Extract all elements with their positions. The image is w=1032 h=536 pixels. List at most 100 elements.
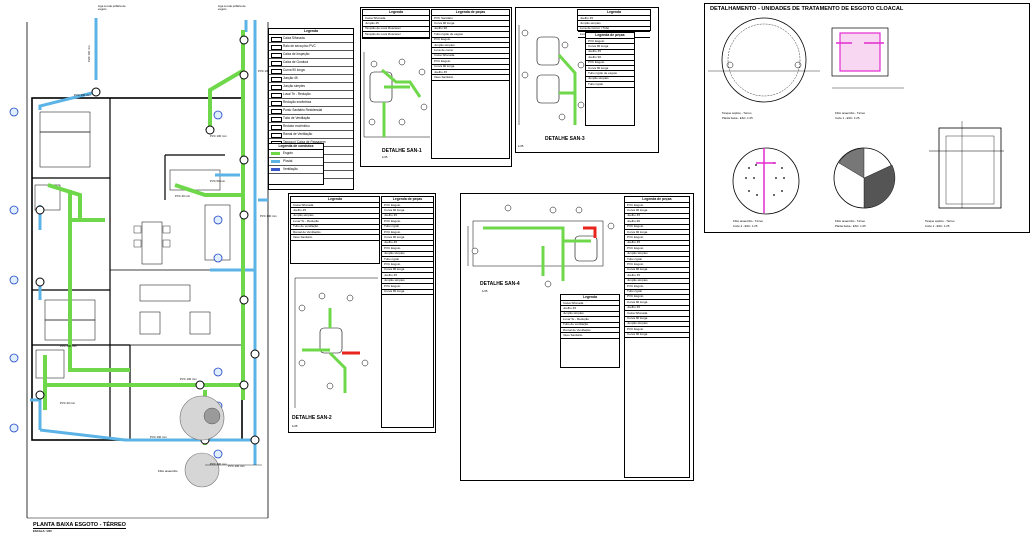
pipe-label: PVC 100 mm: [74, 93, 91, 97]
table-row: Joelho 45: [625, 273, 689, 279]
row-label: Junção simples: [384, 278, 405, 283]
san2-drawing: [294, 277, 378, 408]
table-row: Junção simples: [578, 21, 650, 27]
row-label: Joelho 45: [293, 208, 307, 212]
table-row: PVC Esgoto: [382, 246, 433, 252]
row-label: Junção simples: [627, 278, 648, 283]
treatment-title: DETALHAMENTO - UNIDADES DE TRATAMENTO DE…: [710, 6, 904, 12]
table-row: Ramal de Ventilação: [269, 131, 353, 139]
row-label: Tubo de ventilação: [293, 224, 319, 229]
table-row: Curva 90 longa: [625, 300, 689, 306]
table-row: Joelho 90: [586, 55, 634, 61]
row-label: Redução excêntrica: [283, 100, 312, 104]
row-label: Joelho 45: [434, 70, 448, 74]
row-label: Tubo rígido: [627, 289, 643, 293]
san1-scale: 1/25: [382, 155, 388, 159]
table-row: Luva/ Te - Redução: [291, 219, 379, 225]
table-row: Curva 90 longa: [432, 21, 509, 27]
san1-drawing: [363, 52, 430, 138]
main-legend-title: Legenda: [269, 29, 353, 35]
table-row: Tubo rígido de esgoto: [586, 71, 634, 77]
san4-drawing: [467, 204, 615, 288]
table-row: PVC Esgoto: [382, 230, 433, 236]
plan-title: PLANTA BAIXA ESGOTO - TÉRREO: [33, 522, 126, 529]
row-label: Tubo de ventilação: [563, 322, 589, 327]
pipe-label: PVC 100 mm: [60, 344, 77, 348]
plan-scale: ESCALA: 1/40: [33, 529, 52, 533]
row-label: Junção simples: [588, 76, 609, 81]
conduct-rain: Pluvial: [269, 158, 323, 166]
table-row: PVC Esgoto: [586, 39, 634, 45]
row-label: Joelho 45: [384, 273, 398, 277]
table-row: Tubo rígido: [586, 82, 634, 88]
table-row: Curva 90 longa: [382, 235, 433, 241]
legend-symbol-icon: [271, 93, 282, 98]
pipe-label: PVC 100 mm: [260, 214, 277, 218]
filter-label: Filtro anaeróbio: [158, 469, 178, 473]
table-row: Caixa Sifonada: [561, 301, 619, 307]
table-row: Curva 90 longa: [382, 290, 433, 295]
row-label: Caixa Sifonada: [283, 36, 305, 40]
table-row: Junção simples: [382, 252, 433, 258]
row-label: Junção simples: [627, 321, 648, 326]
table-row: Curva 90 longa: [586, 44, 634, 50]
table-row: Tubo rígido de esgoto: [432, 32, 509, 38]
table-row: Junção simples: [432, 43, 509, 49]
conduct-legend: Legenda de condutos Esgoto Pluvial Venti…: [268, 143, 324, 185]
row-label: Joelho 90: [434, 26, 448, 31]
table-row: Tubo de ventilação: [291, 224, 379, 231]
row-label: Caixa Sifonada: [365, 16, 386, 20]
row-label: Tubo rígido: [627, 257, 643, 261]
caption-septic-cut1-1: Tanque séptico - Térreo: [925, 219, 955, 223]
table-row: Tubo rígido: [625, 257, 689, 263]
row-label: Curva 90 longa: [588, 44, 609, 48]
table-row: PVC Esgoto: [432, 38, 509, 44]
table-row: PVC Esgoto: [382, 203, 433, 209]
row-label: Curva 90 longa: [434, 64, 455, 69]
pipe-label: PVC 100 mm: [210, 462, 227, 466]
row-label: PVC Esgoto: [627, 294, 644, 299]
san1-title: DETALHE SAN-1: [382, 148, 422, 154]
row-label: Redutor excêntrico: [283, 124, 310, 128]
table-row: Junção simples: [625, 321, 689, 328]
table-row: Curva 90 longa: [382, 208, 433, 214]
table-row: Tubo rígido: [625, 290, 689, 295]
san2-pipes-title: Legenda de peças: [382, 197, 433, 203]
table-row: Curva 90 longa: [586, 66, 634, 72]
row-label: Luva/ Te - Redução: [283, 92, 311, 96]
floor-plan: PVC 100 mm PVC 100 mm PVC 100 mm PVC 100…: [0, 0, 320, 536]
table-row: Joelho 45: [578, 16, 650, 22]
table-row: Caixa Sifonada: [291, 203, 379, 209]
row-label: PVC Sanitário: [434, 16, 453, 20]
row-label: Junção 45: [365, 21, 379, 25]
table-row: Junção simples: [291, 214, 379, 220]
table-row: Junção simples: [382, 278, 433, 285]
row-label: Tampão de Luva Roscavel: [365, 26, 401, 31]
legend-symbol-icon: [271, 45, 282, 50]
legend-symbol-icon: [271, 61, 282, 66]
pipe-label: PVC 100 mm: [180, 377, 197, 381]
san3-legend-title: Legenda: [578, 10, 650, 16]
row-label: Tubo rígido: [384, 257, 400, 261]
row-label: Curva 90 longa: [283, 68, 305, 72]
row-label: Luva de Correr / Tubo: [580, 26, 610, 31]
legend-symbol-icon: [271, 37, 282, 42]
row-label: PVC Esgoto: [384, 230, 401, 234]
row-label: Curva 90 longa: [627, 230, 648, 234]
table-row: Vaso Sanitário: [291, 235, 379, 241]
table-row: Joelho 45: [382, 273, 433, 279]
caption-septic-plan-2: Planta baixa - ESC. 1:25: [722, 116, 753, 120]
row-label: Curva 90 longa: [627, 332, 648, 337]
table-row: PVC Esgoto: [382, 284, 433, 290]
table-row: Caixa Sifonada: [269, 35, 353, 43]
table-row: Joelho 45: [382, 214, 433, 220]
table-row: Joelho 45: [432, 70, 509, 76]
table-row: Tubo rígido: [382, 257, 433, 263]
legend-symbol-icon: [271, 53, 282, 58]
table-row: PVC Esgoto: [625, 246, 689, 252]
